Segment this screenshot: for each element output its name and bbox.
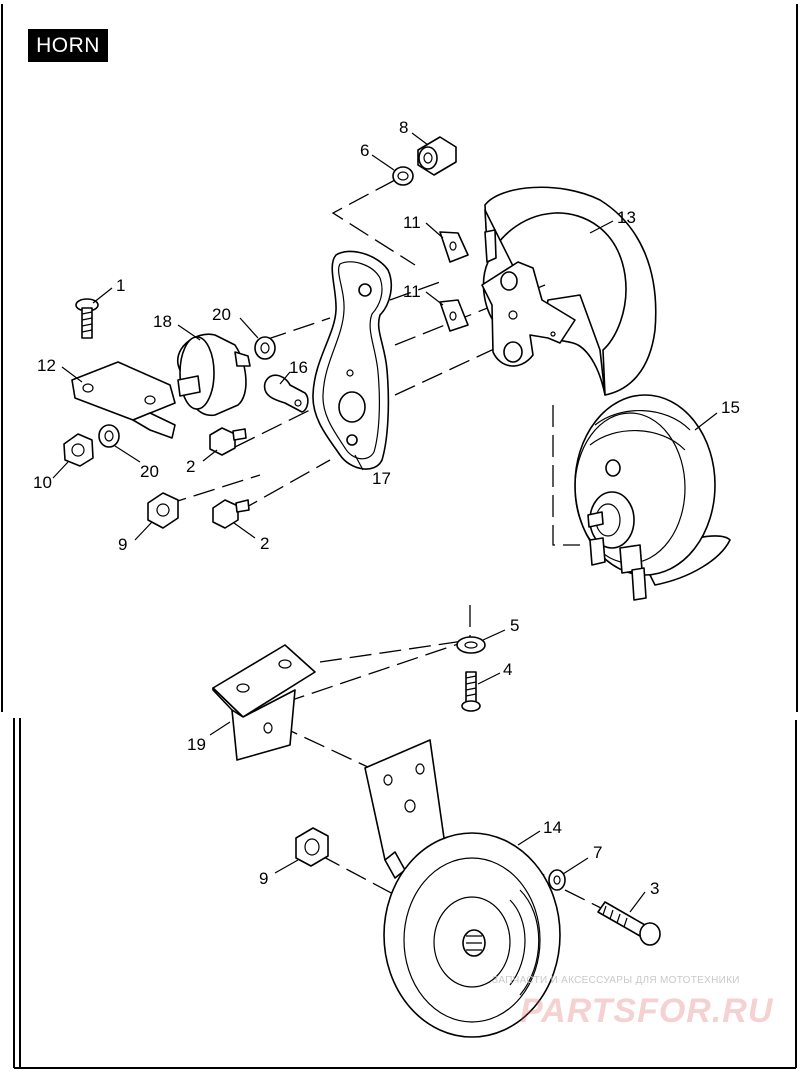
page-frame	[1, 4, 798, 1069]
callout-labels: 1 2 2 3 4 5 6 7 8 9 9 10 11 11 12 13 14 …	[33, 118, 740, 898]
callout-5: 5	[510, 616, 519, 635]
section-title: HORN	[28, 29, 108, 62]
callout-16: 16	[289, 358, 308, 377]
callout-3: 3	[650, 879, 659, 898]
part-14-horn	[364, 739, 561, 1038]
part-6-washer	[392, 166, 414, 186]
callout-18: 18	[153, 312, 172, 331]
part-4-screw	[461, 671, 481, 712]
leader-lines	[52, 132, 718, 913]
part-2-bolt-upper	[209, 427, 247, 456]
part-12-bracket	[71, 361, 176, 439]
part-10-nut	[63, 433, 94, 467]
callout-19: 19	[187, 735, 206, 754]
callout-2-lower: 2	[260, 534, 269, 553]
callout-12: 12	[37, 356, 56, 375]
part-11-clip-upper	[439, 231, 469, 263]
callout-14: 14	[543, 818, 562, 837]
part-19-bracket	[212, 644, 316, 761]
callout-2-upper: 2	[186, 457, 195, 476]
callout-9-lower: 9	[259, 869, 268, 888]
callout-10: 10	[33, 473, 52, 492]
part-8-nut	[417, 136, 457, 176]
callout-13: 13	[617, 208, 636, 227]
callout-4: 4	[503, 660, 512, 679]
part-18-rubber-mount	[177, 333, 251, 416]
part-7-washer	[548, 869, 566, 891]
part-9-nut-lower	[295, 827, 329, 867]
part-13-horn-cover	[481, 186, 657, 396]
part-2-bolt-lower	[212, 499, 250, 529]
callout-1: 1	[116, 276, 125, 295]
callout-20-upper: 20	[212, 305, 231, 324]
callout-15: 15	[721, 398, 740, 417]
callout-11-lower: 11	[403, 282, 421, 301]
callout-8: 8	[399, 118, 408, 137]
part-16-clip	[263, 374, 309, 413]
callout-17: 17	[372, 469, 391, 488]
part-5-washer	[456, 636, 486, 654]
part-11-clip-lower	[439, 299, 469, 332]
watermark-brand: PARTSFOR.RU	[520, 992, 774, 1030]
callout-6: 6	[360, 141, 369, 160]
callout-9-upper: 9	[118, 535, 127, 554]
callout-20-lower: 20	[140, 462, 159, 481]
part-9-nut-upper	[147, 492, 179, 529]
part-3-bolt	[597, 901, 661, 946]
callout-11-upper: 11	[403, 213, 421, 232]
part-17-mount-plate	[312, 250, 392, 470]
part-1-screw	[75, 298, 99, 339]
part-20-washer-upper	[254, 336, 276, 360]
part-20-washer-lower	[98, 424, 120, 448]
part-15-horn	[574, 394, 731, 601]
watermark-tagline: ЗАПЧАСТИ И АКСЕССУАРЫ ДЛЯ МОТОТЕХНИКИ	[492, 975, 740, 986]
callout-7: 7	[593, 843, 602, 862]
